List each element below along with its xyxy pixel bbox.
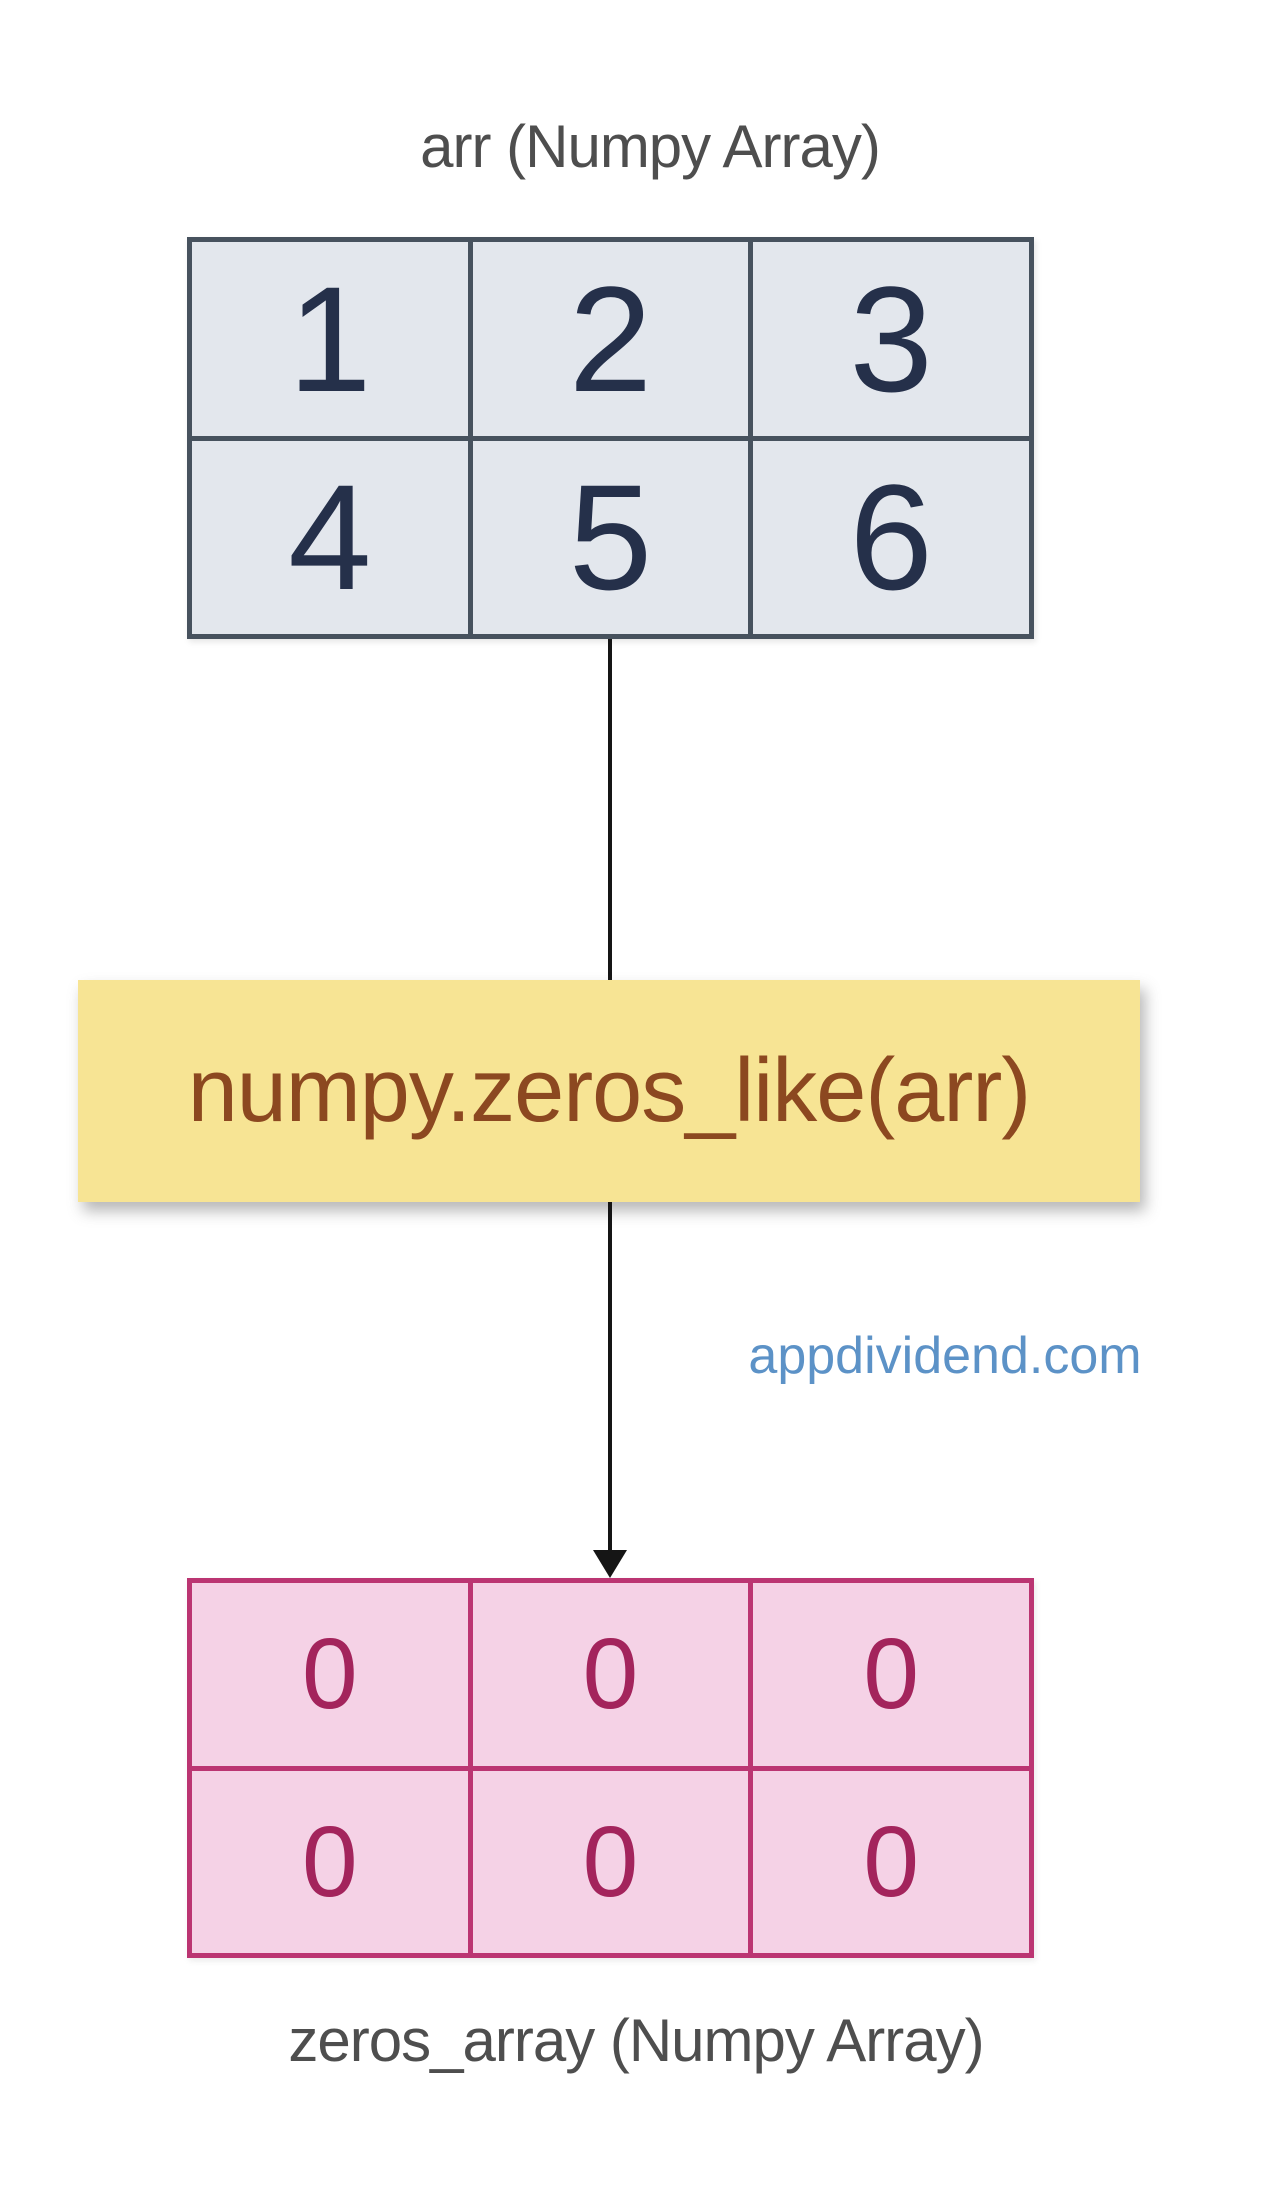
array-cell: 0 [192, 1770, 468, 1953]
input-array-table: 1 2 3 4 5 6 [187, 237, 1034, 639]
array-cell: 6 [753, 440, 1029, 634]
array-cell: 2 [472, 242, 749, 436]
arrowhead-down-icon [593, 1550, 627, 1578]
array-cell: 1 [192, 242, 468, 436]
array-cell: 0 [472, 1770, 749, 1953]
array-cell: 4 [192, 440, 468, 634]
array-cell: 0 [753, 1583, 1029, 1766]
watermark-text: appdividend.com [748, 1327, 1142, 1385]
output-array-title: zeros_array (Numpy Array) [288, 2007, 984, 2074]
input-array-title: arr (Numpy Array) [420, 113, 881, 180]
array-cell: 0 [753, 1770, 1029, 1953]
array-cell: 0 [192, 1583, 468, 1766]
operation-box: numpy.zeros_like(arr) [78, 980, 1140, 1202]
array-cell: 3 [753, 242, 1029, 436]
connector-line-bottom [608, 1202, 612, 1554]
connector-line-top [608, 639, 612, 980]
array-cell: 0 [472, 1583, 749, 1766]
operation-code-text: numpy.zeros_like(arr) [187, 1040, 1032, 1141]
output-array-table: 0 0 0 0 0 0 [187, 1578, 1034, 1958]
array-cell: 5 [472, 440, 749, 634]
